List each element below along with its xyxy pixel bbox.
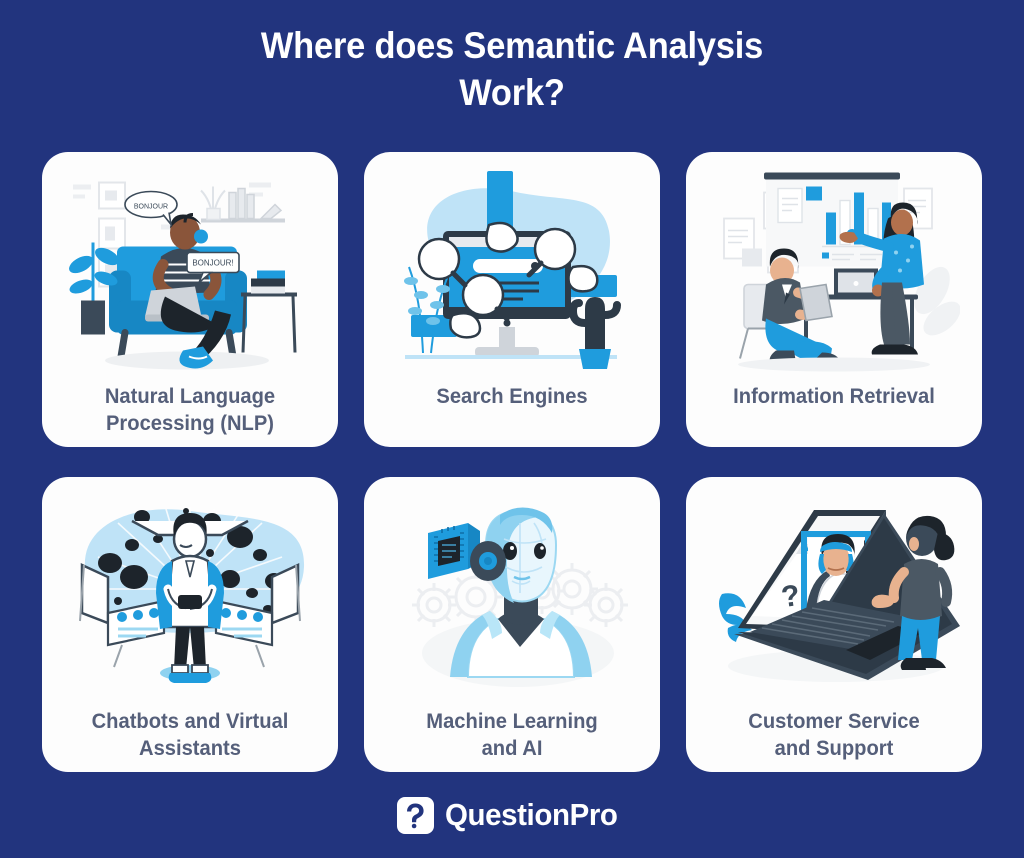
illustration-monitor-with-magnifying-glasses: [364, 152, 660, 383]
illustration-presentation-with-bar-chart: [686, 152, 982, 383]
card-label-line-1: Information Retrieval: [733, 385, 935, 408]
card-label-line-1: Chatbots and Virtual: [91, 710, 289, 733]
card-label-line-1: Search Engines: [436, 385, 588, 408]
card-information-retrieval[interactable]: Information Retrieval: [686, 152, 982, 447]
card-machine-learning-and-ai[interactable]: Machine Learning and AI: [364, 477, 660, 772]
svg-text:?: ?: [779, 578, 802, 613]
card-label-line-2: and Support: [774, 737, 894, 760]
page-title-line-2: Work?: [459, 72, 565, 113]
footer-logo[interactable]: QuestionPro: [0, 789, 1024, 841]
questionpro-wordmark: QuestionPro: [445, 797, 618, 832]
card-chatbots-and-virtual-assistants[interactable]: Chatbots and Virtual Assistants: [42, 477, 338, 772]
page-title-line-1: Where does Semantic Analysis: [260, 25, 764, 66]
illustration-robot-bust-with-cpu-chip: [364, 477, 660, 708]
card-label-customer-service-and-support: Customer Service and Support: [692, 708, 976, 772]
svg-text:BONJOUR!: BONJOUR!: [192, 258, 233, 267]
card-label-information-retrieval: Information Retrieval: [692, 383, 976, 447]
card-customer-service-and-support[interactable]: ?: [686, 477, 982, 772]
card-label-line-2: Assistants: [139, 737, 241, 760]
card-label-chatbots-and-virtual-assistants: Chatbots and Virtual Assistants: [48, 708, 332, 772]
card-label-line-2: Processing (NLP): [105, 412, 275, 435]
card-label-natural-language-processing: Natural Language Processing (NLP): [48, 383, 332, 447]
card-label-line-1: Machine Learning: [426, 710, 598, 733]
svg-text:BONJOUR: BONJOUR: [134, 203, 168, 210]
illustration-person-with-phone-and-data-panels: [42, 477, 338, 708]
page-title: Where does Semantic Analysis Work?: [36, 22, 988, 116]
card-natural-language-processing[interactable]: BONJOUR BONJOUR! Natural Language Proces…: [42, 152, 338, 447]
card-label-search-engines: Search Engines: [370, 383, 654, 447]
questionpro-logo-icon: [397, 796, 435, 834]
illustration-person-on-couch-with-laptop: BONJOUR BONJOUR!: [42, 152, 338, 383]
illustration-laptop-with-support-agent: ?: [686, 477, 982, 708]
card-label-machine-learning-and-ai: Machine Learning and AI: [370, 708, 654, 772]
card-label-line-1: Customer Service: [748, 710, 920, 733]
card-label-line-2: and AI: [481, 737, 543, 760]
card-search-engines[interactable]: Search Engines: [364, 152, 660, 447]
card-label-line-1: Natural Language: [104, 385, 276, 408]
